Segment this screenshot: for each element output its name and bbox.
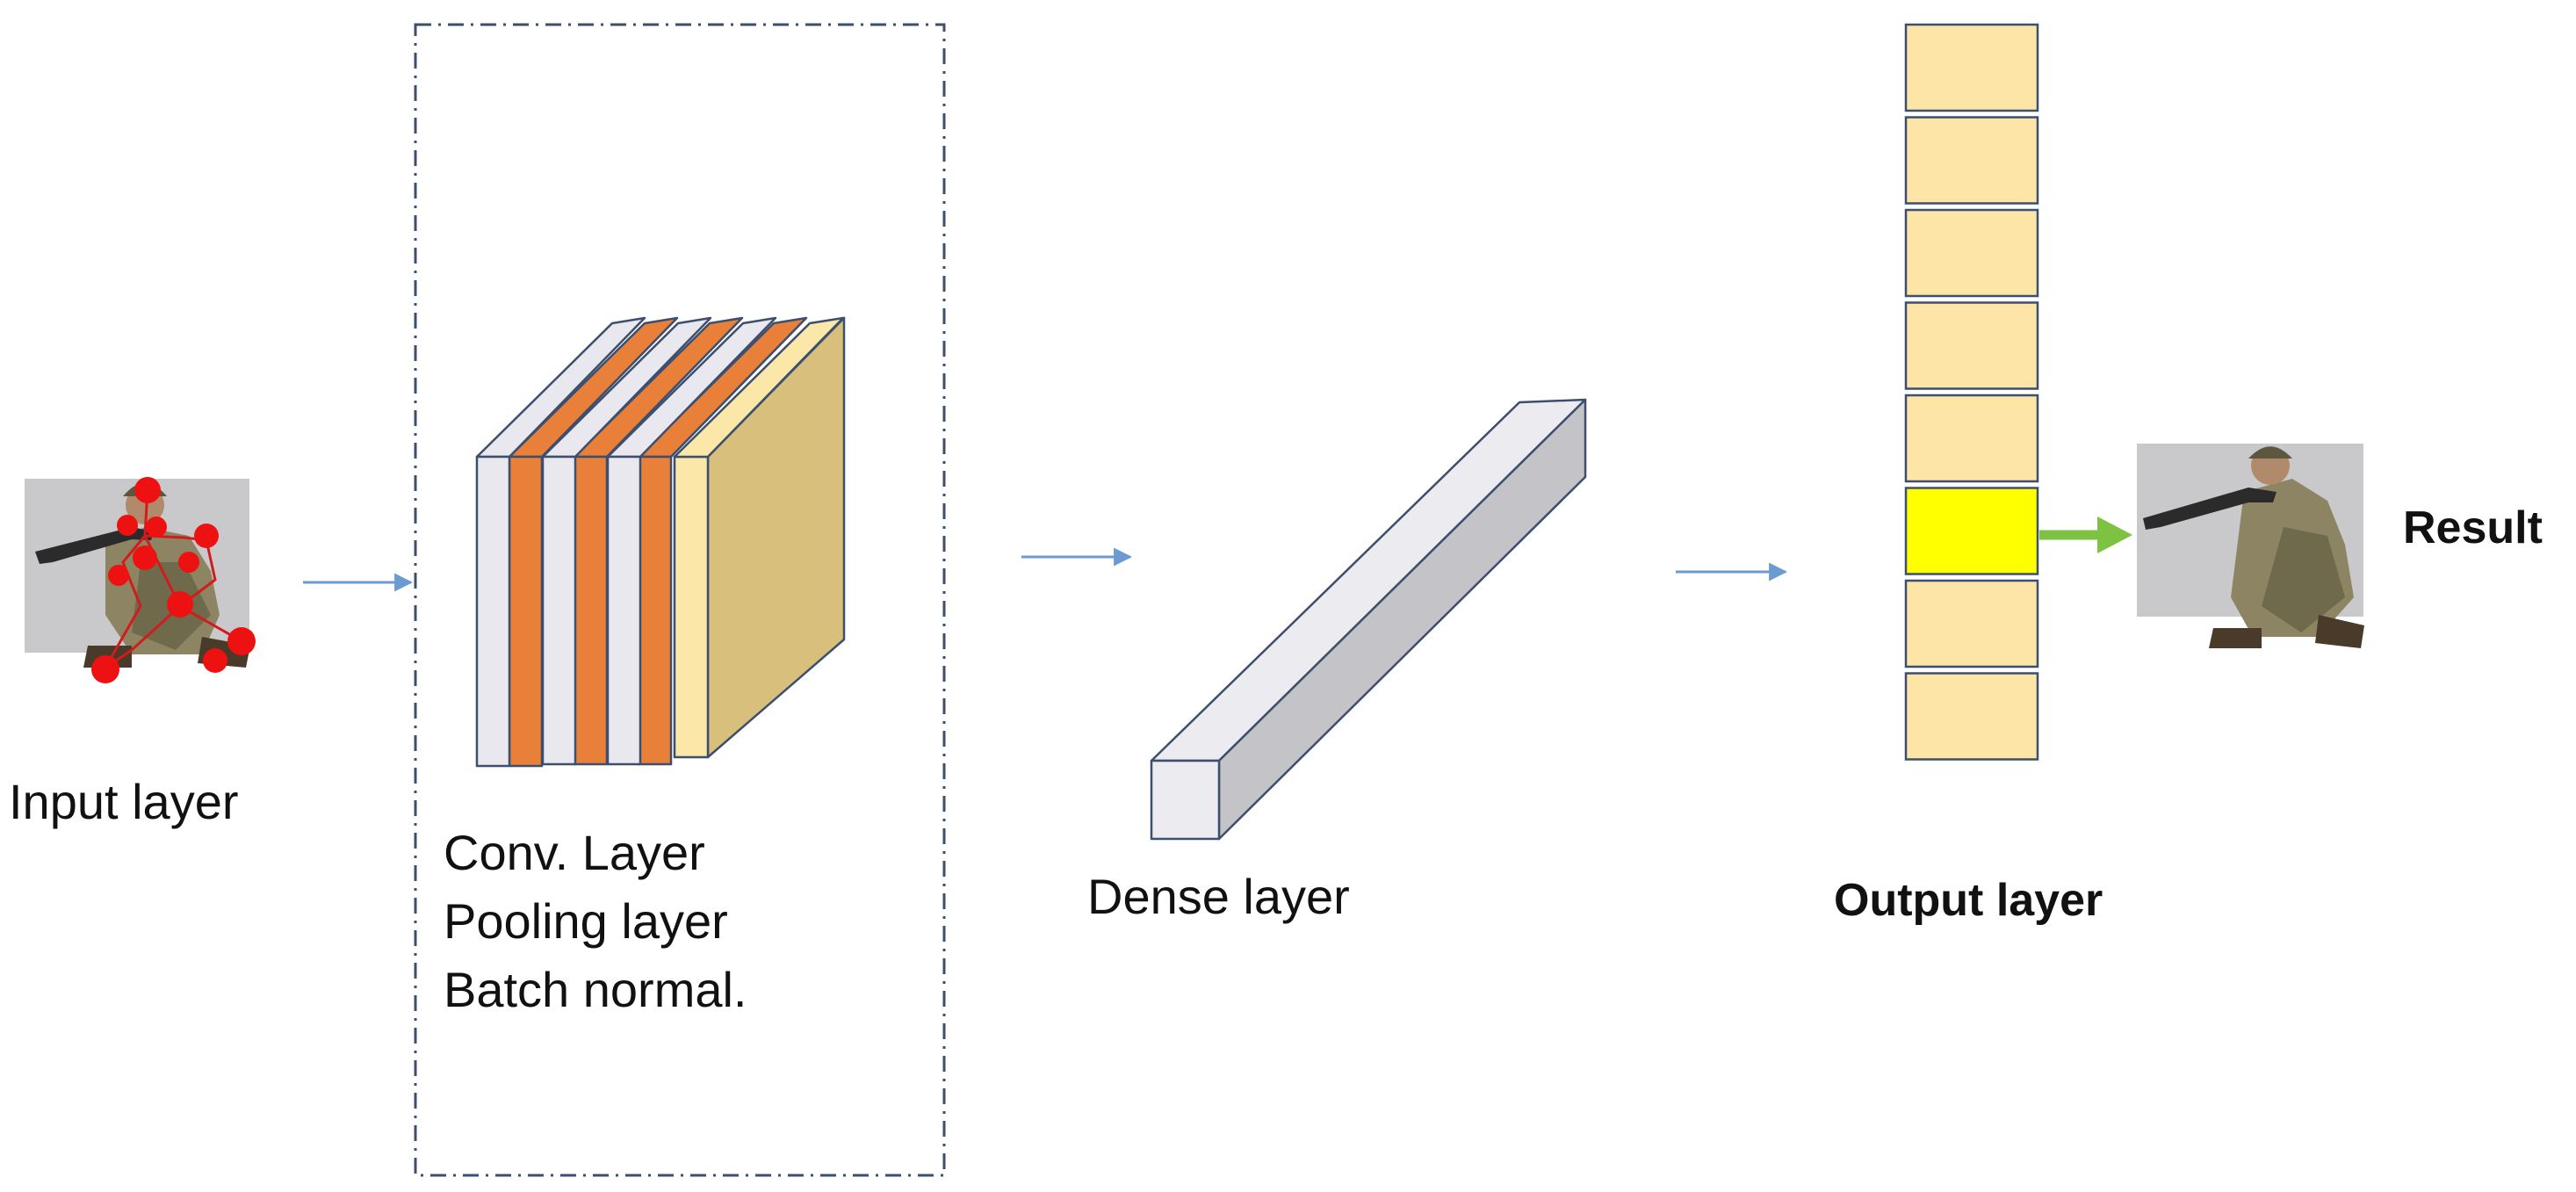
conv-label-line-1: Conv. Layer: [444, 825, 705, 880]
output-cell-highlighted: [1904, 487, 2039, 575]
conv-slab-3: [541, 455, 577, 766]
conv-slab-4: [573, 455, 609, 766]
conv-slab-cream-face: [673, 455, 710, 759]
conv-slab-5: [606, 455, 642, 766]
conv-slab-1: [475, 455, 511, 768]
conv-label-line-2: Pooling layer: [444, 893, 728, 949]
dense-bar-top: [1150, 398, 1587, 762]
output-cell: [1904, 579, 2039, 668]
output-cell: [1904, 394, 2039, 483]
conv-slab-cream-top: [673, 316, 845, 459]
output-layer-cells: [1904, 23, 2039, 761]
conv-layer-stack: [475, 316, 846, 768]
output-cell: [1904, 23, 2039, 112]
output-cell: [1904, 672, 2039, 761]
dense-bar-front: [1150, 759, 1221, 841]
result-soldier-image: [2137, 444, 2364, 648]
output-layer-label: Output layer: [1834, 875, 2103, 926]
input-soldier-image: [25, 477, 256, 683]
conv-block-border: [414, 23, 946, 1177]
result-label: Result: [2403, 502, 2543, 553]
result-arrow: [2039, 517, 2132, 553]
conv-slab-6: [637, 455, 673, 766]
conv-label-line-3: Batch normal.: [444, 962, 747, 1017]
dense-bar-side: [1217, 398, 1587, 841]
input-layer-label: Input layer: [9, 774, 239, 829]
output-cell: [1904, 301, 2039, 390]
output-cell: [1904, 208, 2039, 298]
conv-slab-2: [508, 455, 544, 768]
dense-layer-bar: [1150, 398, 1587, 841]
dense-layer-label: Dense layer: [1087, 869, 1350, 924]
output-cell: [1904, 116, 2039, 205]
